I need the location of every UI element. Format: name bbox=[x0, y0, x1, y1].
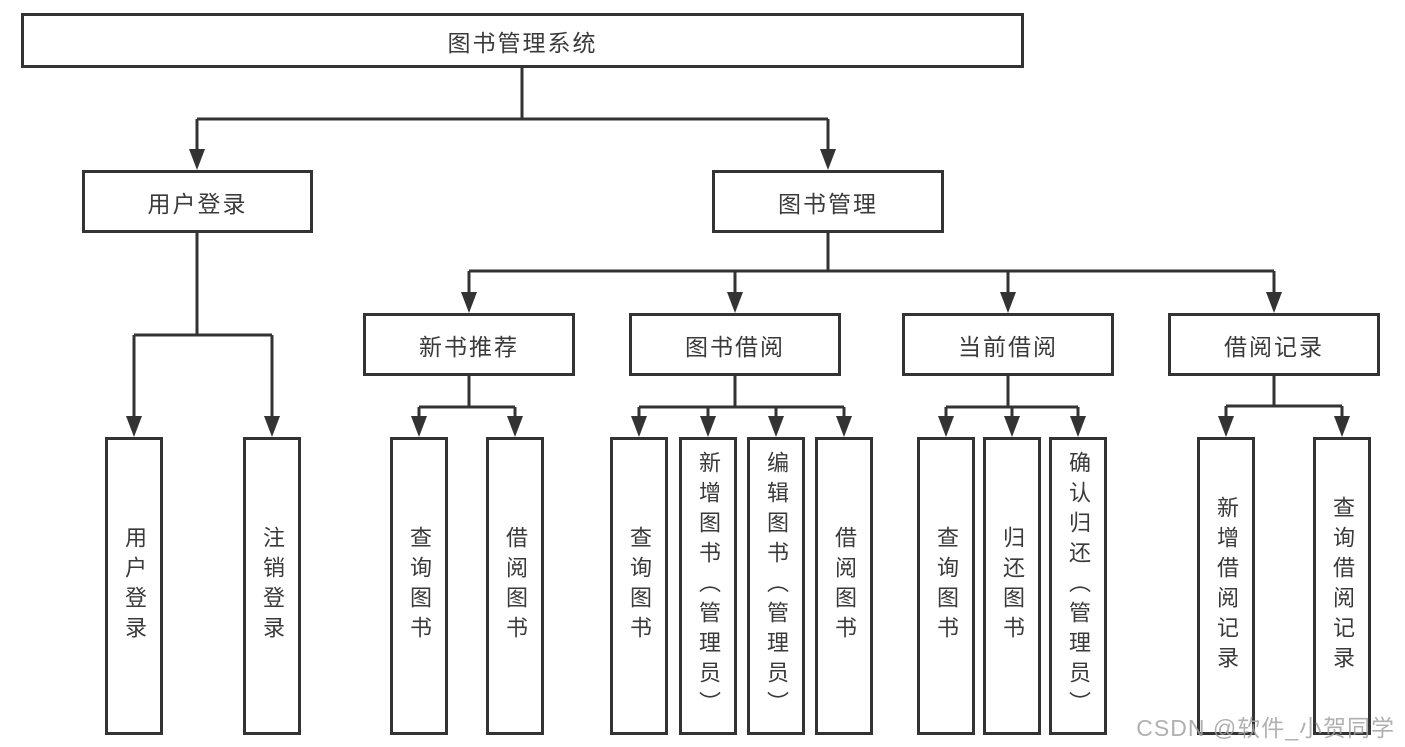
node-borrow-records: 借阅记录 bbox=[1168, 313, 1380, 376]
leaf-label: 编辑图书（管理员） bbox=[764, 451, 789, 721]
leaf-add-borrow-record: 新增借阅记录 bbox=[1197, 437, 1255, 735]
leaf-add-books-admin: 新增图书（管理员） bbox=[679, 437, 737, 735]
node-new-book-recommend: 新书推荐 bbox=[363, 313, 575, 376]
connector-root-to-level1 bbox=[189, 68, 836, 170]
leaf-label: 新增图书（管理员） bbox=[696, 451, 721, 721]
leaf-label: 查询借阅记录 bbox=[1330, 496, 1355, 676]
node-label: 借阅记录 bbox=[1224, 333, 1324, 360]
leaf-confirm-return-admin: 确认归还（管理员） bbox=[1049, 437, 1107, 735]
leaf-return-books: 归还图书 bbox=[983, 437, 1041, 735]
leaf-query-books-current: 查询图书 bbox=[917, 437, 975, 735]
leaf-edit-books-admin: 编辑图书（管理员） bbox=[747, 437, 805, 735]
leaf-borrow-books: 借阅图书 bbox=[815, 437, 873, 735]
node-book-borrow: 图书借阅 bbox=[629, 313, 841, 376]
node-label: 用户登录 bbox=[147, 190, 248, 217]
node-current-borrow: 当前借阅 bbox=[902, 313, 1114, 376]
leaf-query-books-recommend: 查询图书 bbox=[390, 437, 448, 735]
node-user-login: 用户登录 bbox=[82, 170, 313, 233]
connector-user-login-children bbox=[126, 233, 280, 437]
leaf-label: 查询图书 bbox=[627, 526, 652, 646]
leaf-label: 用户登录 bbox=[122, 526, 147, 646]
leaf-logout: 注销登录 bbox=[243, 437, 301, 735]
leaf-user-login: 用户登录 bbox=[105, 437, 163, 735]
leaf-label: 新增借阅记录 bbox=[1214, 496, 1239, 676]
leaf-label: 确认归还（管理员） bbox=[1066, 451, 1091, 721]
leaf-label: 借阅图书 bbox=[832, 526, 857, 646]
leaf-label: 注销登录 bbox=[260, 526, 285, 646]
connector-new-book-recommend-children bbox=[411, 376, 523, 437]
connector-current-borrow-children bbox=[938, 376, 1086, 437]
leaf-label: 归还图书 bbox=[1000, 526, 1025, 646]
connector-borrow-records-children bbox=[1218, 376, 1350, 437]
csdn-watermark: CSDN @软件_小贺同学 bbox=[1136, 715, 1395, 741]
connector-book-borrow-children bbox=[631, 376, 852, 437]
node-label: 当前借阅 bbox=[958, 333, 1058, 360]
connector-book-management-children bbox=[461, 233, 1282, 313]
leaf-query-borrow-record: 查询借阅记录 bbox=[1313, 437, 1371, 735]
node-label: 新书推荐 bbox=[419, 333, 519, 360]
leaf-label: 查询图书 bbox=[407, 526, 432, 646]
leaf-label: 查询图书 bbox=[934, 526, 959, 646]
leaf-borrow-books-recommend: 借阅图书 bbox=[486, 437, 544, 735]
node-label: 图书借阅 bbox=[685, 333, 785, 360]
node-label: 图书管理系统 bbox=[447, 29, 598, 56]
leaf-query-books-borrow: 查询图书 bbox=[610, 437, 668, 735]
leaf-label: 借阅图书 bbox=[503, 526, 528, 646]
node-label: 图书管理 bbox=[778, 190, 878, 217]
node-book-management: 图书管理 bbox=[712, 170, 944, 233]
node-library-management-system: 图书管理系统 bbox=[21, 13, 1024, 68]
